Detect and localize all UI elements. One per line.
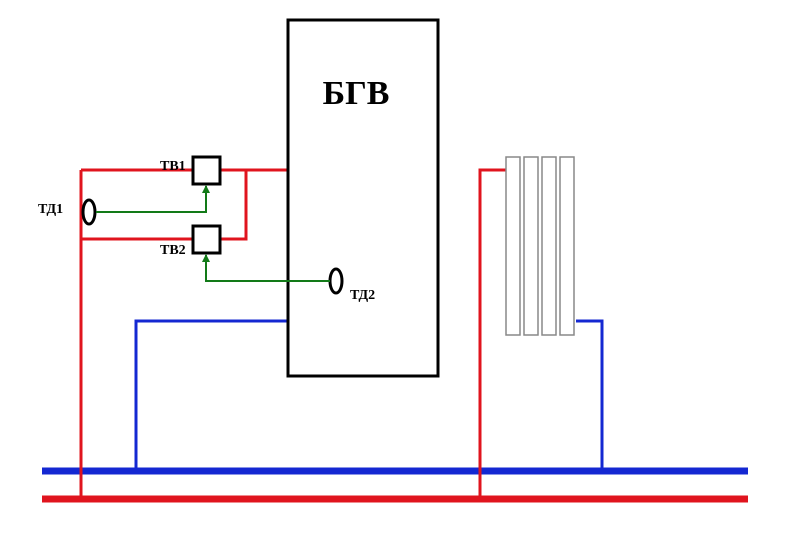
tank-label: БГВ xyxy=(323,75,390,112)
hot-water-tank xyxy=(286,18,440,378)
sensor-right-label: ТД2 xyxy=(350,288,375,303)
control-link-top xyxy=(96,185,210,213)
valve-top xyxy=(191,155,222,186)
radiator xyxy=(505,156,575,336)
valve-bottom xyxy=(191,224,222,255)
radiator-section xyxy=(559,156,575,336)
control-link-bottom xyxy=(202,254,330,282)
sensor-left xyxy=(81,198,97,226)
radiator-supply-pipe xyxy=(478,168,506,499)
tank-return-pipe xyxy=(134,319,288,471)
sensor-left-label: ТД1 xyxy=(38,202,63,217)
valve-top-label: ТВ1 xyxy=(160,159,186,174)
radiator-section xyxy=(523,156,539,336)
supply-bypass xyxy=(220,170,248,241)
radiator-return-pipe xyxy=(576,319,604,471)
radiator-section xyxy=(541,156,557,336)
valve-bottom-label: ТВ2 xyxy=(160,243,186,258)
radiator-section xyxy=(505,156,521,336)
sensor-right xyxy=(328,267,344,295)
